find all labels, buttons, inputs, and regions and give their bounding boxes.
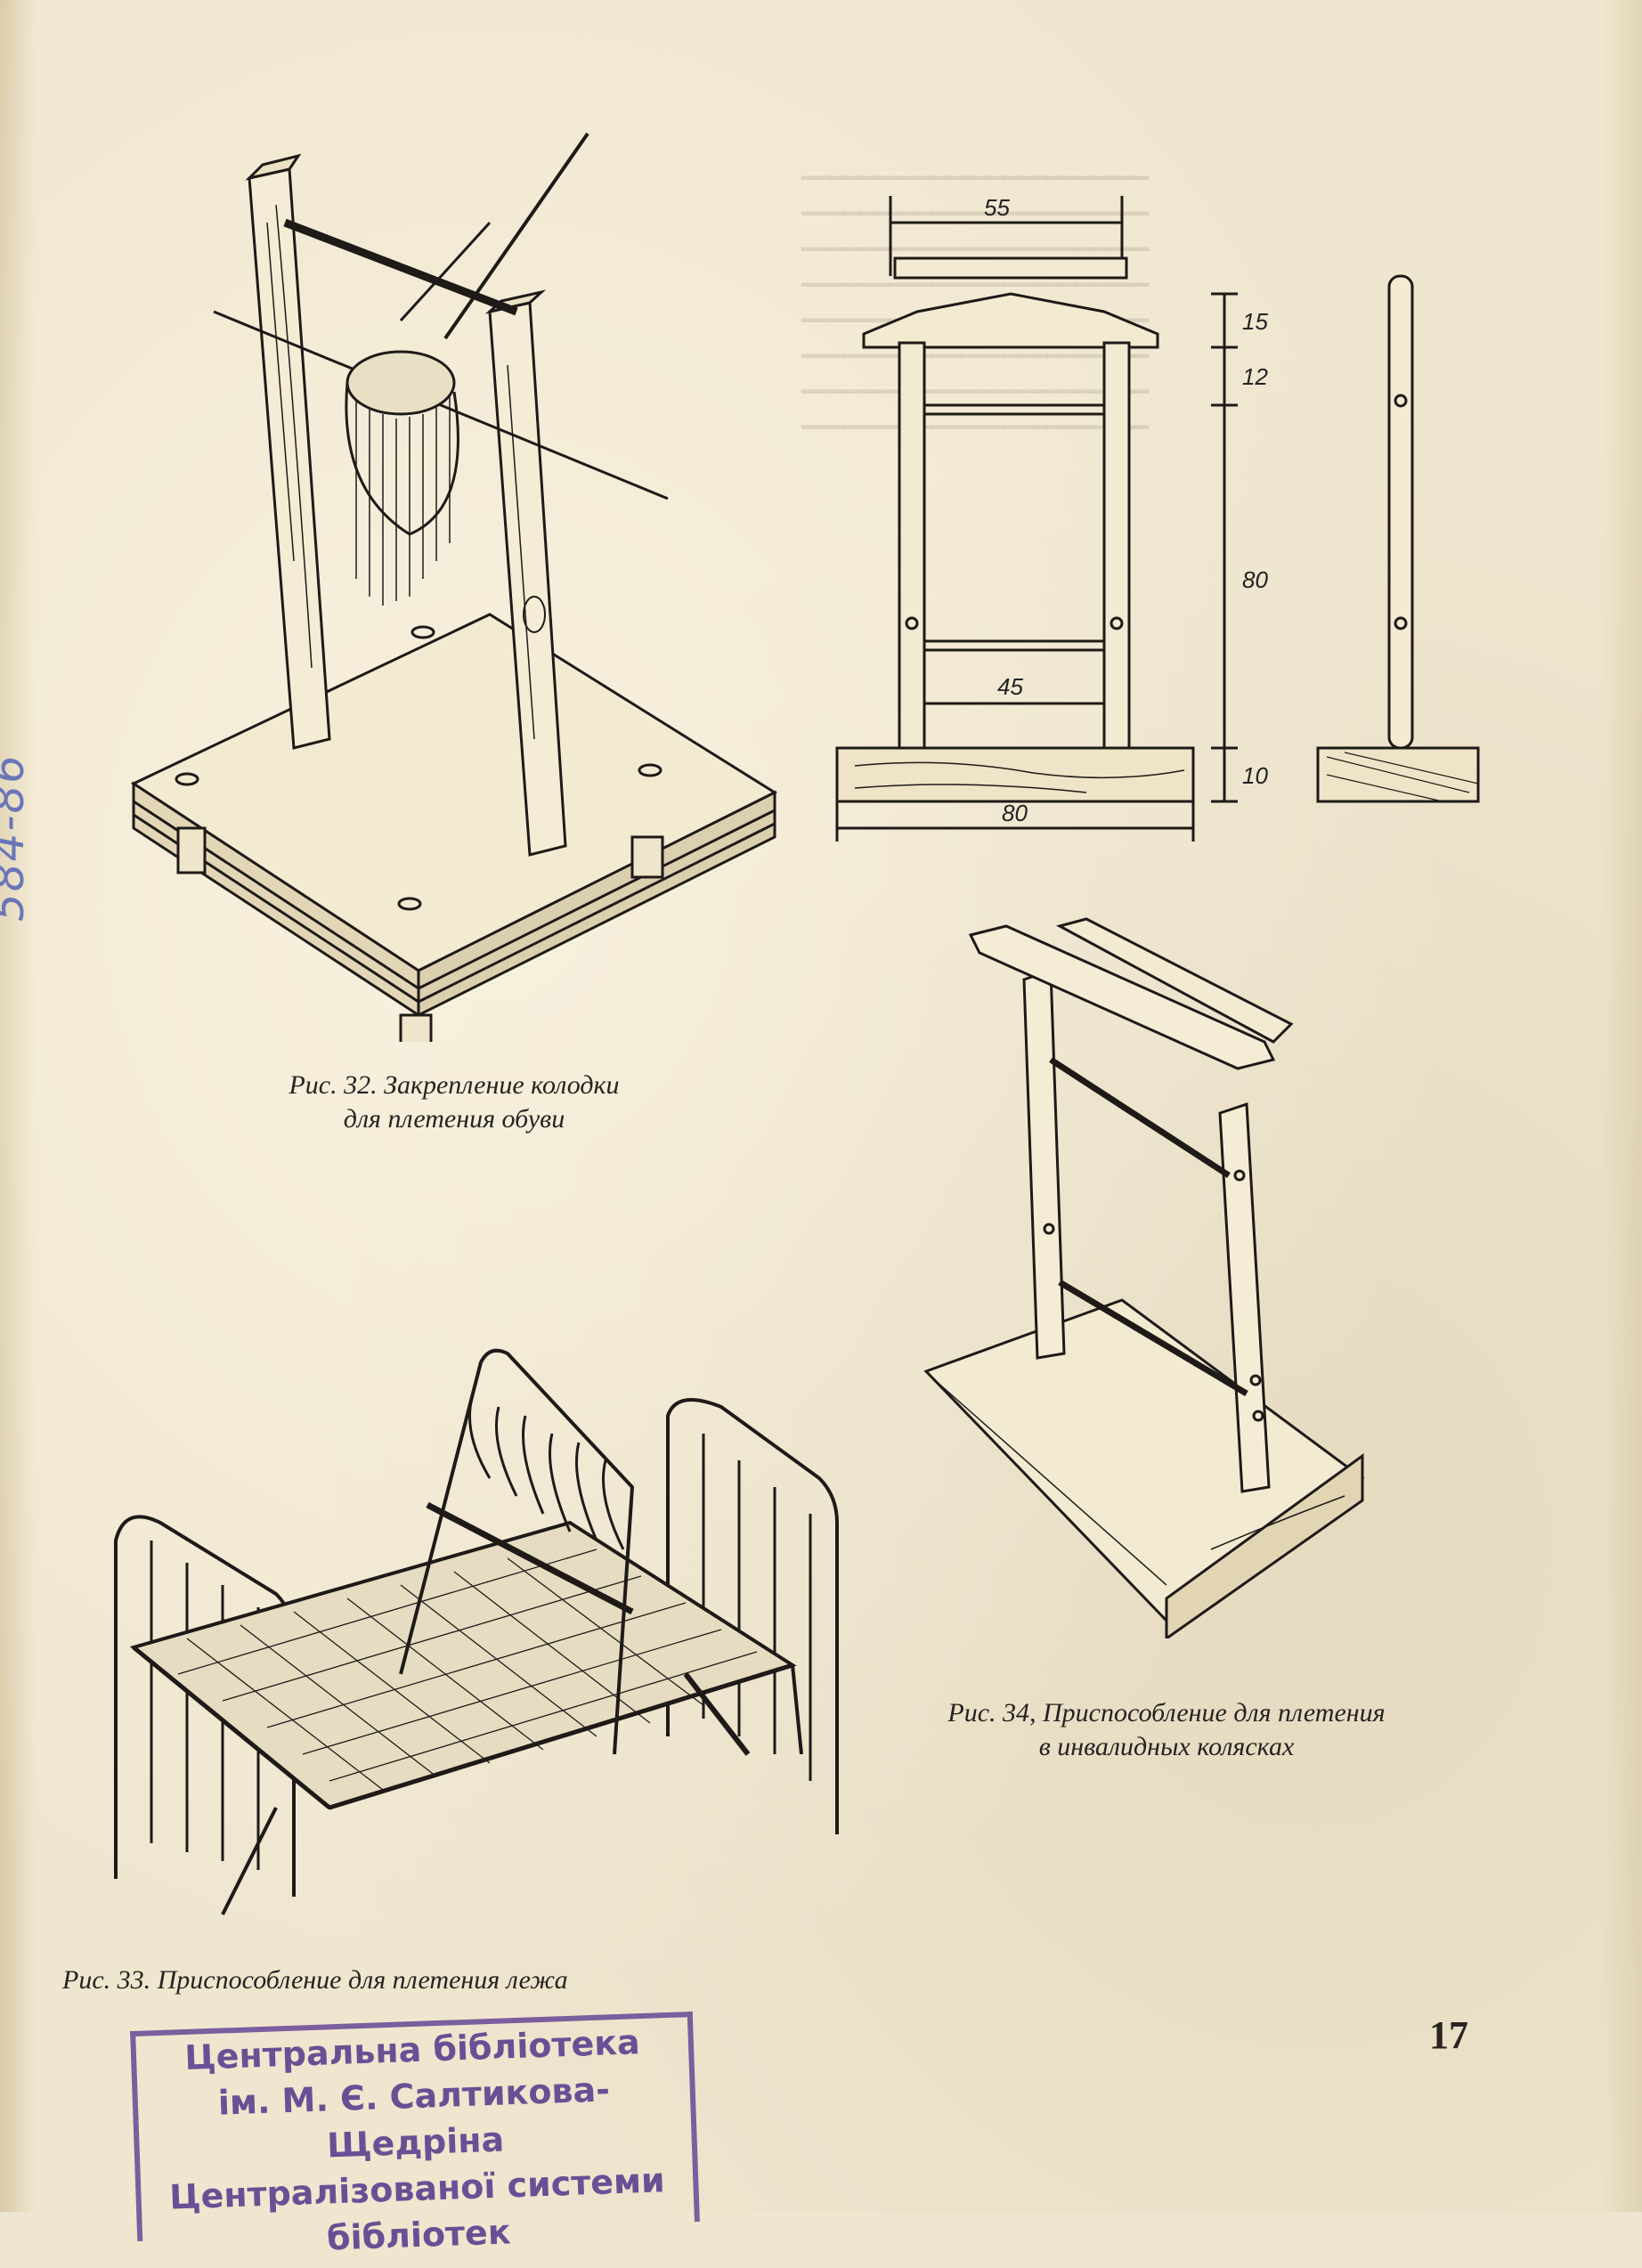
pencil-side-note: 584-86 [0,752,34,922]
dim-top-width: 55 [984,194,1010,221]
dim-h3: 80 [1242,566,1268,593]
figure-32-illustration [116,116,793,1042]
figure-34-perspective-view [917,908,1398,1638]
dim-h2: 12 [1242,363,1268,390]
figure-34-caption-line1: Рис. 34, Приспособление для плетения [947,1698,1386,1727]
dim-base-width: 80 [1002,800,1028,826]
library-stamp: Центральна бібліотека ім. М. Є. Салтиков… [130,2012,700,2258]
dim-h1: 15 [1242,308,1268,335]
figure-32-caption: Рис. 32. Закрепление колодки для плетени… [178,1069,730,1136]
figure-33-illustration [62,1256,864,1932]
figure-34-caption: Рис. 34, Приспособление для плетения в и… [855,1696,1478,1764]
figure-33-caption: Рис. 33. Приспособление для плетения леж… [62,1965,568,1995]
figure-34-technical-drawing: 55 45 80 15 12 80 10 [819,178,1514,855]
dim-base-height: 10 [1242,762,1268,789]
dim-inner-width: 45 [997,673,1023,700]
page-number: 17 [1429,2013,1468,2057]
figure-34-caption-line2: в инвалидных колясках [1038,1732,1295,1761]
figure-32-caption-line1: Рис. 32. Закрепление колодки [289,1070,620,1100]
figure-32-caption-line2: для плетения обуви [343,1104,565,1134]
